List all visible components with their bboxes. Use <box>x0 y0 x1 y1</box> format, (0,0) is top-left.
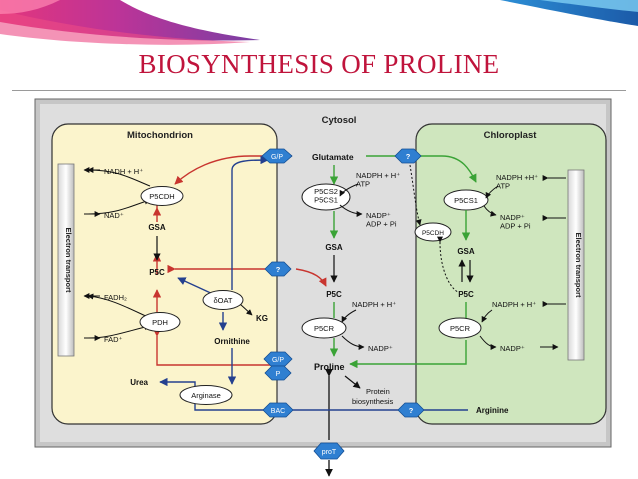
cofactor-mito-nad: NAD⁺ <box>104 211 124 220</box>
decorative-ribbon <box>0 0 638 45</box>
electron-transport-label-left: Electron transport <box>64 227 73 293</box>
svg-text:BAC: BAC <box>271 408 285 415</box>
cofactor-chloro-nadp-adp: NADP⁺ADP + Pi <box>500 213 531 231</box>
title-divider <box>12 90 626 91</box>
metabolite-ornithine: Ornithine <box>214 337 250 346</box>
enzyme-p5cr-chloro <box>438 317 482 339</box>
cofactor-cyto-nadp: NADP⁺ <box>368 344 393 353</box>
enzyme-arginase-label: Arginase <box>191 391 221 400</box>
enzyme-p5cs1-chloro-label: P5CS1 <box>454 196 478 205</box>
metabolite-protein-biosynthesis: Protein biosynthesis <box>352 387 394 406</box>
slide-title: BIOSYNTHESIS OF PROLINE <box>138 49 500 79</box>
transporter-q-p5c: ? <box>264 261 292 277</box>
protein-biosynthesis-line-1: Protein <box>366 387 390 396</box>
svg-text:?: ? <box>409 406 414 415</box>
metabolite-mito-p5c: P5C <box>149 268 165 277</box>
transporter-q-arginine: ? <box>397 402 425 418</box>
transporter-q-glutamate: ? <box>394 148 422 164</box>
svg-text:G/P: G/P <box>271 154 283 161</box>
enzyme-p5cdh-chloro-label: P5CDH <box>422 230 444 237</box>
metabolite-glutamate: Glutamate <box>312 152 354 162</box>
cytosol-label: Cytosol <box>322 115 357 126</box>
enzyme-p5cdh-mito <box>140 186 184 206</box>
svg-text:G/P: G/P <box>272 357 284 364</box>
enzyme-p5cr-chloro-label: P5CR <box>450 324 471 333</box>
electron-transport-bar-right <box>567 169 585 361</box>
metabolite-arginine: Arginine <box>476 406 509 415</box>
cofactor-chloro-nadph-atp: NADPH +H⁺ATP <box>496 173 538 191</box>
enzyme-p5cdh-mito-label: P5CDH <box>149 192 174 201</box>
cofactor-cyto-nadph-atp: NADPH + H⁺ATP <box>356 171 400 189</box>
metabolite-urea: Urea <box>130 378 148 387</box>
enzyme-arginase <box>179 385 233 405</box>
enzyme-p5cr-cyto-label: P5CR <box>314 324 335 333</box>
cofactor-chloro-nadp: NADP⁺ <box>500 344 525 353</box>
svg-text:?: ? <box>276 265 281 274</box>
electron-transport-label-right: Electron transport <box>574 232 583 298</box>
metabolite-chloro-gsa: GSA <box>457 247 475 256</box>
cofactor-cyto-nadph: NADPH + H⁺ <box>352 300 396 309</box>
mitochondrion-label: Mitochondrion <box>127 130 193 141</box>
protein-biosynthesis-line-2: biosynthesis <box>352 397 394 406</box>
chloroplast-label: Chloroplast <box>484 130 538 141</box>
cofactor-chloro-nadph: NADPH + H⁺ <box>492 300 536 309</box>
svg-text:P: P <box>276 371 281 378</box>
transporter-gp-top: G/P <box>261 148 293 164</box>
svg-text:proT: proT <box>322 449 337 456</box>
metabolite-mito-gsa: GSA <box>148 223 166 232</box>
enzyme-pdh-label: PDH <box>152 318 168 327</box>
transporter-gp-proline: G/P <box>263 351 293 367</box>
electron-transport-bar-left <box>57 163 75 357</box>
transporter-bac: BAC <box>262 402 294 418</box>
enzyme-p5cr-cyto <box>301 317 347 339</box>
cofactor-mito-fad: FAD⁺ <box>104 335 123 344</box>
transporter-prot: proT <box>313 442 345 460</box>
transporter-p-proline: P <box>264 365 292 381</box>
enzyme-doat <box>202 290 244 310</box>
svg-text:?: ? <box>406 152 411 161</box>
metabolite-chloro-p5c: P5C <box>458 290 474 299</box>
metabolite-gsa: GSA <box>325 243 343 252</box>
enzyme-p5cs-cyto <box>301 183 351 211</box>
metabolite-p5c: P5C <box>326 290 342 299</box>
enzyme-p5cdh-chloro <box>414 222 452 242</box>
metabolite-proline: Proline <box>314 362 345 372</box>
cofactor-mito-nadh: NADH + H⁺ <box>104 167 143 176</box>
metabolite-kg: KG <box>256 314 268 323</box>
enzyme-doat-label: δOAT <box>213 296 232 305</box>
enzyme-pdh <box>139 312 181 332</box>
cofactor-cyto-nadp-adp: NADP⁺ADP + Pi <box>366 211 397 229</box>
cofactor-mito-fadh2: FADH₂ <box>104 293 127 302</box>
